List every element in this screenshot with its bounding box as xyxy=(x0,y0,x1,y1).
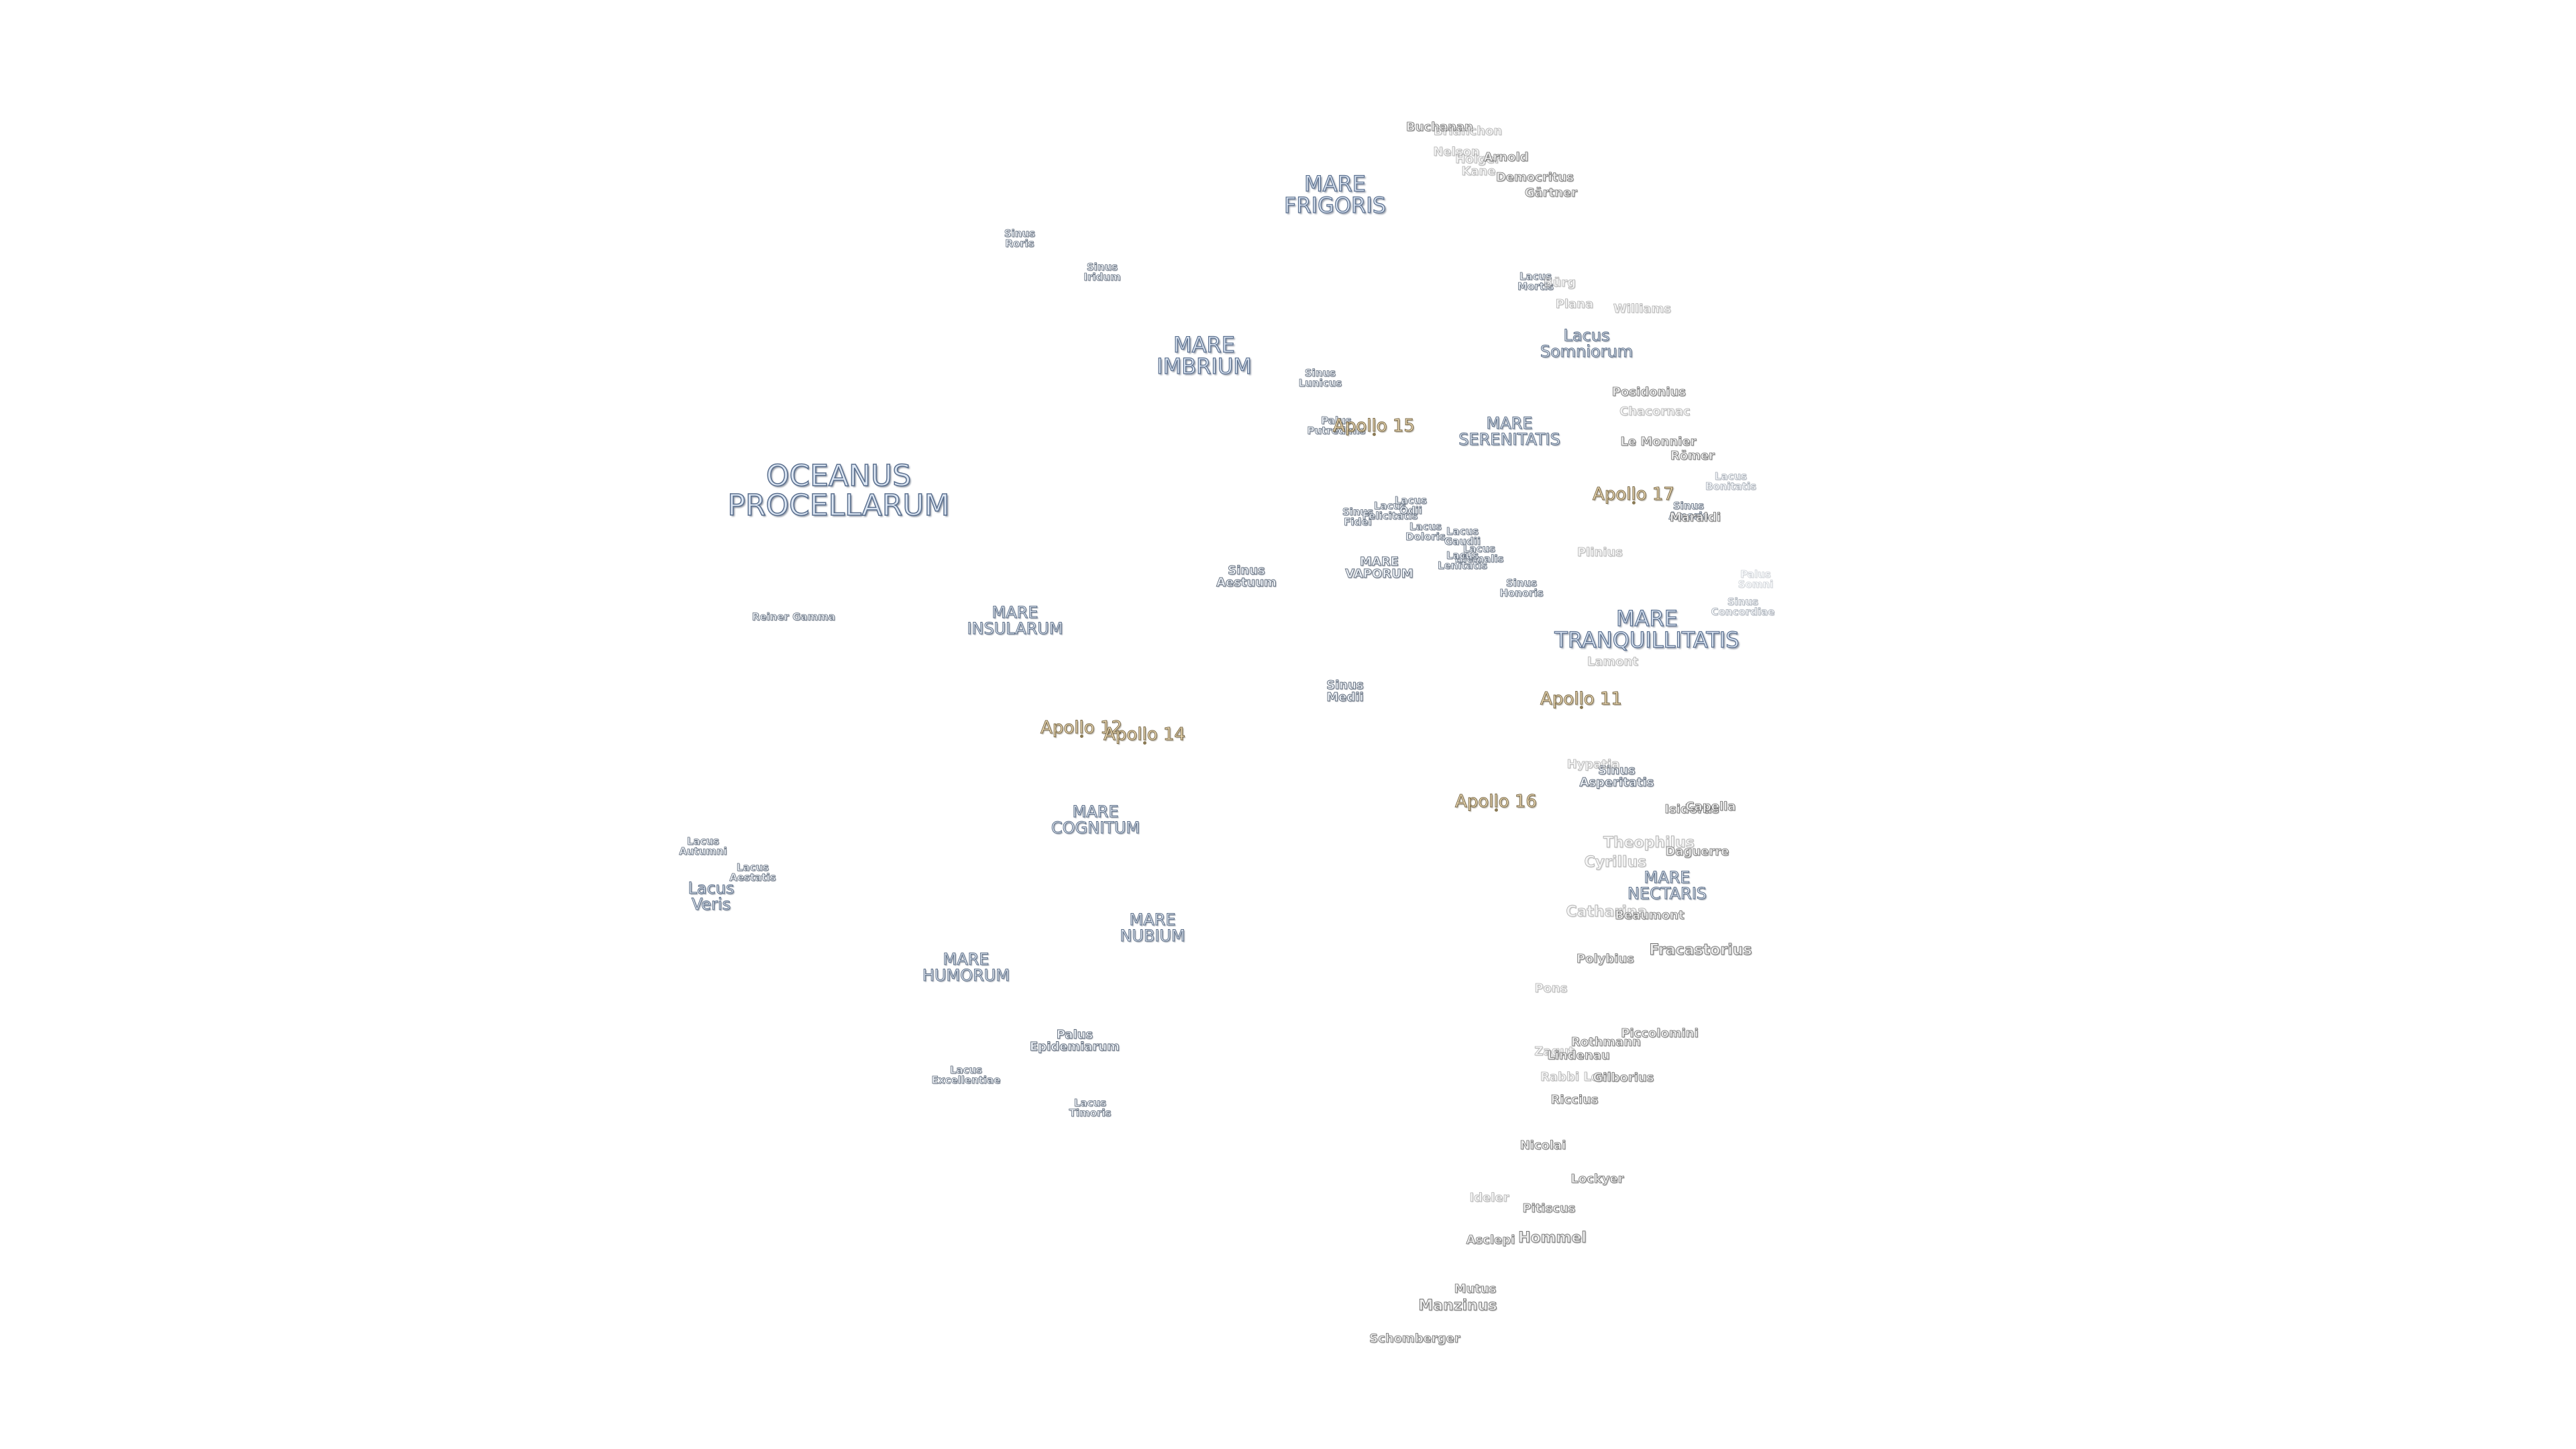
label-lacus-aestatis: Lacus Aestatis xyxy=(729,861,776,883)
label-apollo-17: Apollo 17 xyxy=(1593,484,1675,504)
label-democritus: Democritus xyxy=(1495,170,1574,184)
label-rabbi-levi: Rabbi Levi xyxy=(1540,1070,1612,1084)
label-piccolomini: Piccolomini xyxy=(1621,1026,1699,1040)
label-lacus-mortis: Lacus Mortis xyxy=(1517,270,1554,292)
apollo-15-landing-marker xyxy=(1372,432,1376,436)
label-reiner-gamma: Reiner Gamma xyxy=(751,610,836,623)
label-chacornac: Chacornac xyxy=(1619,405,1691,419)
label-sinus-lunicus: Sinus Lunicus xyxy=(1298,367,1342,389)
label-apollo-15: Apollo 15 xyxy=(1333,416,1415,436)
label-bilharz: Brianchon xyxy=(1433,124,1503,138)
label-apollo-12: Apollo 12 xyxy=(1040,718,1123,738)
label-pitiscus: Pitiscus xyxy=(1522,1201,1576,1216)
label-sinus-roris: Sinus Roris xyxy=(1004,227,1036,250)
label-sinus-asperitatis: Sinus Asperitatis xyxy=(1579,763,1654,790)
label-mare-tranquillitatis: MARE TRANQUILLITATIS xyxy=(1554,606,1739,653)
label-hypatia: Hypatia xyxy=(1566,757,1620,771)
label-lacus-bonitatis: Lacus Bonitatis xyxy=(1705,470,1757,492)
label-lacus-somniorum: Lacus Somniorum xyxy=(1540,326,1633,361)
label-isidorus: Isidorus xyxy=(1664,802,1719,816)
label-lacus-veris: Lacus Veris xyxy=(688,879,735,914)
label-mare-nubium: MARE NUBIUM xyxy=(1120,910,1185,945)
label-palus-putredinis: Palus Putredinis xyxy=(1307,415,1366,437)
apollo-16-landing-marker xyxy=(1494,808,1498,812)
label-nicolai: Nicolai xyxy=(1519,1138,1566,1152)
label-schomberger: Schomberger xyxy=(1369,1332,1460,1346)
label-lacus-autumni: Lacus Autumni xyxy=(679,835,727,857)
label-maraldi: Maraldi xyxy=(1669,511,1721,525)
label-buchanan: Buchanan xyxy=(1406,120,1474,134)
label-mare-cognitum: MARE COGNITUM xyxy=(1051,802,1140,837)
label-lacus-hiemalis: Lacus Hiemalis xyxy=(1454,543,1504,565)
label-lacus-excellentiae: Lacus Excellentiae xyxy=(931,1064,1001,1086)
label-manzinus: Manzinus xyxy=(1418,1297,1497,1314)
label-williams: Williams xyxy=(1613,302,1672,316)
label-lockyer: Lockyer xyxy=(1570,1172,1624,1186)
label-palus-epidemiarum: Palus Epidemiarum xyxy=(1030,1028,1120,1054)
label-polybius: Polybius xyxy=(1576,952,1635,966)
label-lacus-lenitatis: Lacus Lenitatis xyxy=(1437,549,1488,572)
label-apollo-11: Apollo 11 xyxy=(1540,689,1623,709)
label-lacus-odii: Lacus Odii xyxy=(1394,494,1428,517)
label-catharina: Catharina xyxy=(1566,904,1648,920)
label-apollo-14: Apollo 14 xyxy=(1104,724,1186,745)
label-plinius: Plinius xyxy=(1576,545,1623,559)
label-mare-imbrium: MARE IMBRIUM xyxy=(1157,332,1252,379)
label-sinus-aestuum: Sinus Aestuum xyxy=(1216,564,1277,590)
label-palus-somni: Palus Somni xyxy=(1737,568,1774,590)
label-asclepi: Asclepi xyxy=(1466,1233,1515,1247)
label-fracastorius: Fracastorius xyxy=(1649,942,1752,959)
apollo-17-landing-marker xyxy=(1631,500,1635,504)
label-oceanus-procellarum: OCEANUS PROCELLARUM xyxy=(727,459,951,523)
label-posidonius: Posidonius xyxy=(1611,385,1686,399)
label-sinus-amoris: Sinus Amoris xyxy=(1668,500,1709,522)
label-mare-humorum: MARE HUMORUM xyxy=(922,950,1010,985)
label-sinus-medii: Sinus Medii xyxy=(1326,678,1364,704)
label-capella: Capella xyxy=(1685,800,1736,814)
label-mare-nectaris: MARE NECTARIS xyxy=(1627,868,1707,903)
label-plana: Plana xyxy=(1555,297,1594,311)
label-mare-serenitatis: MARE SERENITATIS xyxy=(1458,414,1561,449)
label-lacus-gaudii: Lacus Gaudii xyxy=(1444,525,1481,547)
apollo-14-landing-marker xyxy=(1142,741,1146,745)
label-cyrillus: Cyrillus xyxy=(1584,854,1647,871)
apollo-11-landing-marker xyxy=(1579,705,1583,709)
label-lamont: Lamont xyxy=(1587,655,1639,669)
apollo-12-landing-marker xyxy=(1079,734,1083,738)
label-kane: Kane xyxy=(1461,164,1496,178)
label-ideler: Ideler xyxy=(1469,1191,1509,1205)
label-daguerre: Daguerre xyxy=(1665,845,1729,859)
label-nelson: Nelson xyxy=(1433,145,1480,159)
label-sinus-concordiae: Sinus Concordiae xyxy=(1711,596,1775,618)
label-rothmann: Rothmann xyxy=(1570,1035,1642,1049)
label-romer: Römer xyxy=(1670,449,1715,463)
label-gartner: Gärtner xyxy=(1524,186,1578,200)
label-riccius: Riccius xyxy=(1550,1093,1599,1107)
label-lacus-timoris: Lacus Timoris xyxy=(1069,1097,1112,1119)
label-hommel: Hommel xyxy=(1518,1230,1587,1246)
label-hargreaves: Holger xyxy=(1455,152,1501,166)
label-theophilus: Theophilus xyxy=(1603,835,1695,851)
label-mare-vaporum: MARE VAPORUM xyxy=(1345,555,1413,581)
label-sinus-fidei: Sinus Fidei xyxy=(1342,506,1374,528)
label-lindenau: Lindenau xyxy=(1547,1049,1610,1063)
label-lacus-doloris: Lacus Doloris xyxy=(1405,521,1446,543)
label-sinus-iridum: Sinus Iridum xyxy=(1083,261,1121,283)
label-beaumont: Beaumont xyxy=(1615,908,1684,922)
label-sinus-honoris: Sinus Honoris xyxy=(1499,577,1544,599)
label-pons: Pons xyxy=(1534,981,1568,996)
label-apollo-16: Apollo 16 xyxy=(1455,792,1538,812)
label-arnold: Arnold xyxy=(1483,150,1529,164)
label-gilborius: Gilborius xyxy=(1593,1071,1654,1085)
label-mutus: Mutus xyxy=(1454,1282,1497,1296)
label-lacus-felicitatis: Lacus Felicitatis xyxy=(1362,500,1418,522)
label-zagut: Zagut xyxy=(1534,1044,1574,1059)
label-mare-insularum: MARE INSULARUM xyxy=(967,603,1063,638)
label-mare-frigoris: MARE FRIGORIS xyxy=(1283,171,1387,218)
label-le-monnier: Le Monnier xyxy=(1620,435,1697,449)
label-burg: Bürg xyxy=(1543,276,1576,290)
